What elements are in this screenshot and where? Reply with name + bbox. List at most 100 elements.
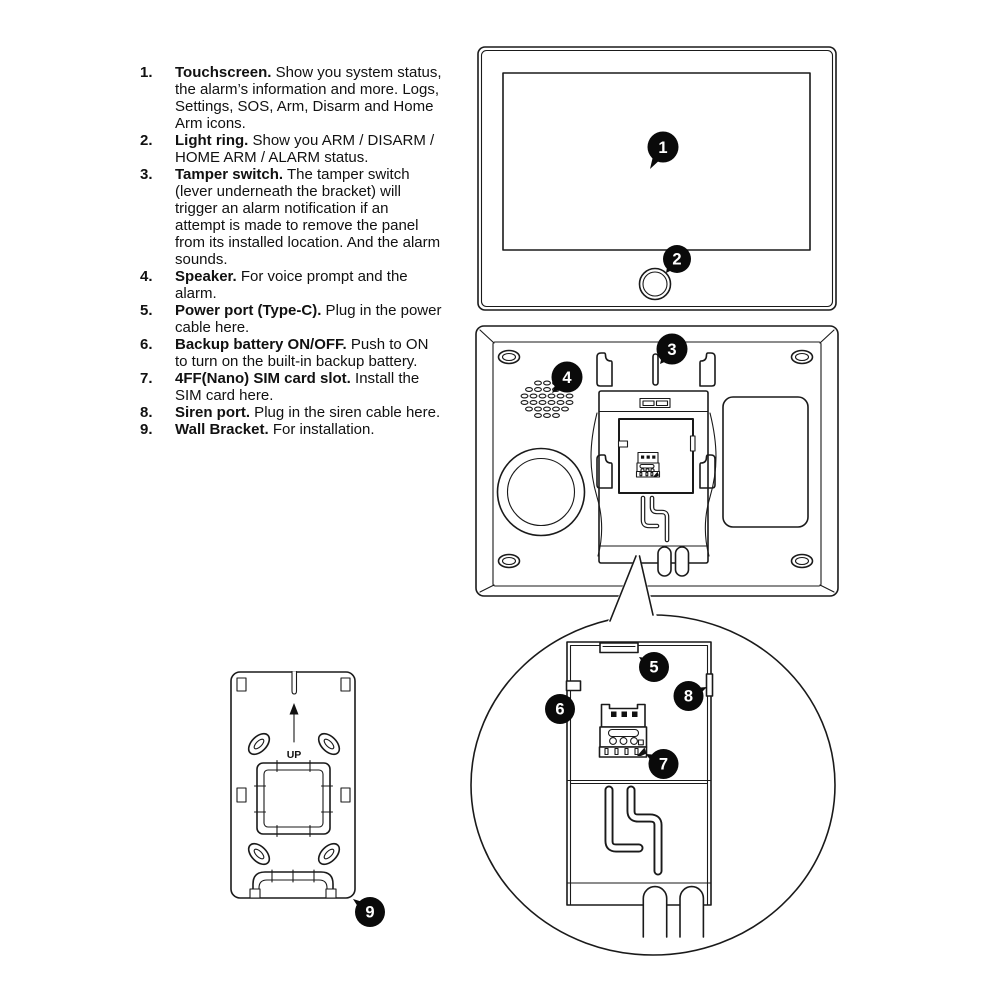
part-number: 9. [140,421,153,438]
parts-list-item: 5. Power port (Type-C). Plug in the powe… [140,302,442,336]
bracket-top-cutout [236,677,247,692]
bracket-top-slit [291,670,298,695]
bracket-center-frame [253,759,334,838]
back-bevel [492,341,822,587]
touchscreen [502,72,811,251]
pointer-lines [609,555,654,622]
part-desc: Plug in the power cable here. [175,302,442,336]
back-view: 3 4 [475,325,839,597]
wall-bracket-view: UP [230,670,385,927]
part-text: Siren port. Plug in the siren cable here… [175,404,442,421]
cable-channel-small [640,495,670,543]
part-desc: The tamper switch (lever underneath the … [175,166,441,268]
callout-6-label: 6 [555,701,564,719]
front-view: 1 2 [477,46,837,311]
parts-list: 1. Touchscreen. Show you system status, … [140,64,442,438]
callout-4: 4 [551,361,583,393]
connector-pin [655,400,669,407]
part-text: Light ring. Show you ARM / DISARM / HOME… [175,132,442,166]
callout-9-label: 9 [365,904,374,922]
callout-9: 9 [353,897,385,927]
battery-switch-small [617,440,629,448]
up-arrow-head [289,703,299,715]
part-text: Touchscreen. Show you system status, the… [175,64,442,132]
parts-list-item: 8. Siren port. Plug in the siren cable h… [140,404,442,421]
sim-holder-small [635,451,661,478]
bracket-top-cutout [340,677,351,692]
part-desc: Push to ON to turn on the built-in backu… [175,336,429,370]
connector [639,397,671,409]
part-text: Power port (Type-C). Plug in the power c… [175,302,442,336]
speaker-grille [520,380,574,418]
siren-port-small [689,435,696,452]
back-outline [475,325,839,597]
recess-curve-right [704,412,717,557]
callout-2: 2 [663,245,691,273]
part-text: 4FF(Nano) SIM card slot. Install the SIM… [175,370,442,404]
part-desc: Show you system status, the alarm’s info… [175,64,442,132]
mount-area [598,390,709,564]
parts-list-item: 6. Backup battery ON/OFF. Push to ON to … [140,336,442,370]
parts-list-item: 4. Speaker. For voice prompt and the ala… [140,268,442,302]
part-term: Tamper switch. [175,166,284,183]
light-ring-inner [642,271,668,297]
part-desc: For voice prompt and the alarm. [175,268,408,302]
connector-pin [642,400,655,407]
up-label: UP [287,749,302,761]
part-text: Backup battery ON/OFF. Push to ON to tur… [175,336,442,370]
callout-8: 8 [673,681,707,711]
callout-6: 6 [545,694,575,724]
cable-small [674,546,690,577]
bracket-side-cutout [340,787,351,803]
cable-small [657,546,672,577]
detail-recess-inner [569,644,709,906]
callout-1-label: 1 [658,139,667,157]
part-text: Speaker. For voice prompt and the alarm. [175,268,442,302]
light-ring [638,267,672,301]
pointer-wedge [606,552,658,626]
part-desc: For installation. [268,421,375,438]
panel-outline-inner [480,49,834,308]
bracket-hooks [596,352,716,489]
part-desc: Plug in the siren cable here. [250,404,441,421]
battery-cover [722,396,809,528]
detail-recess [566,641,712,906]
part-term: Power port (Type-C). [175,302,322,319]
part-number: 5. [140,302,153,319]
part-number: 8. [140,404,153,421]
cable [642,885,668,938]
bevel-corners [479,329,835,593]
callout-7: 7 [646,749,679,779]
screw-holes [497,349,814,569]
part-term: Speaker. [175,268,237,285]
part-number: 2. [140,132,153,149]
keyhole-cutouts [247,732,341,866]
parts-list-item: 9. Wall Bracket. For installation. [140,421,442,438]
part-number: 3. [140,166,153,183]
callout-7-label: 7 [659,756,668,774]
parts-list-item: 7. 4FF(Nano) SIM card slot. Install the … [140,370,442,404]
callout-5-label: 5 [649,659,658,677]
part-term: Light ring. [175,132,249,149]
part-number: 7. [140,370,153,387]
part-term: Wall Bracket. [175,421,269,438]
part-term: 4FF(Nano) SIM card slot. [175,370,351,387]
siren-port [705,673,714,697]
part-desc: Install the SIM card here. [175,370,420,404]
siren-speaker-inner [506,457,576,527]
part-term: Backup battery ON/OFF. [175,336,347,353]
part-number: 4. [140,268,153,285]
callout-3-label: 3 [667,341,676,359]
battery-switch [565,680,582,692]
part-number: 1. [140,64,153,81]
bracket-side-cutout [236,787,247,803]
parts-list-item: 3. Tamper switch. The tamper switch (lev… [140,166,442,268]
detail-circle-view: 5 6 7 8 [470,552,836,956]
part-text: Wall Bracket. For installation. [175,421,442,438]
cable-channel [604,785,663,876]
part-text: Tamper switch. The tamper switch (lever … [175,166,442,268]
part-term: Touchscreen. [175,64,272,81]
callout-4-label: 4 [562,369,572,387]
